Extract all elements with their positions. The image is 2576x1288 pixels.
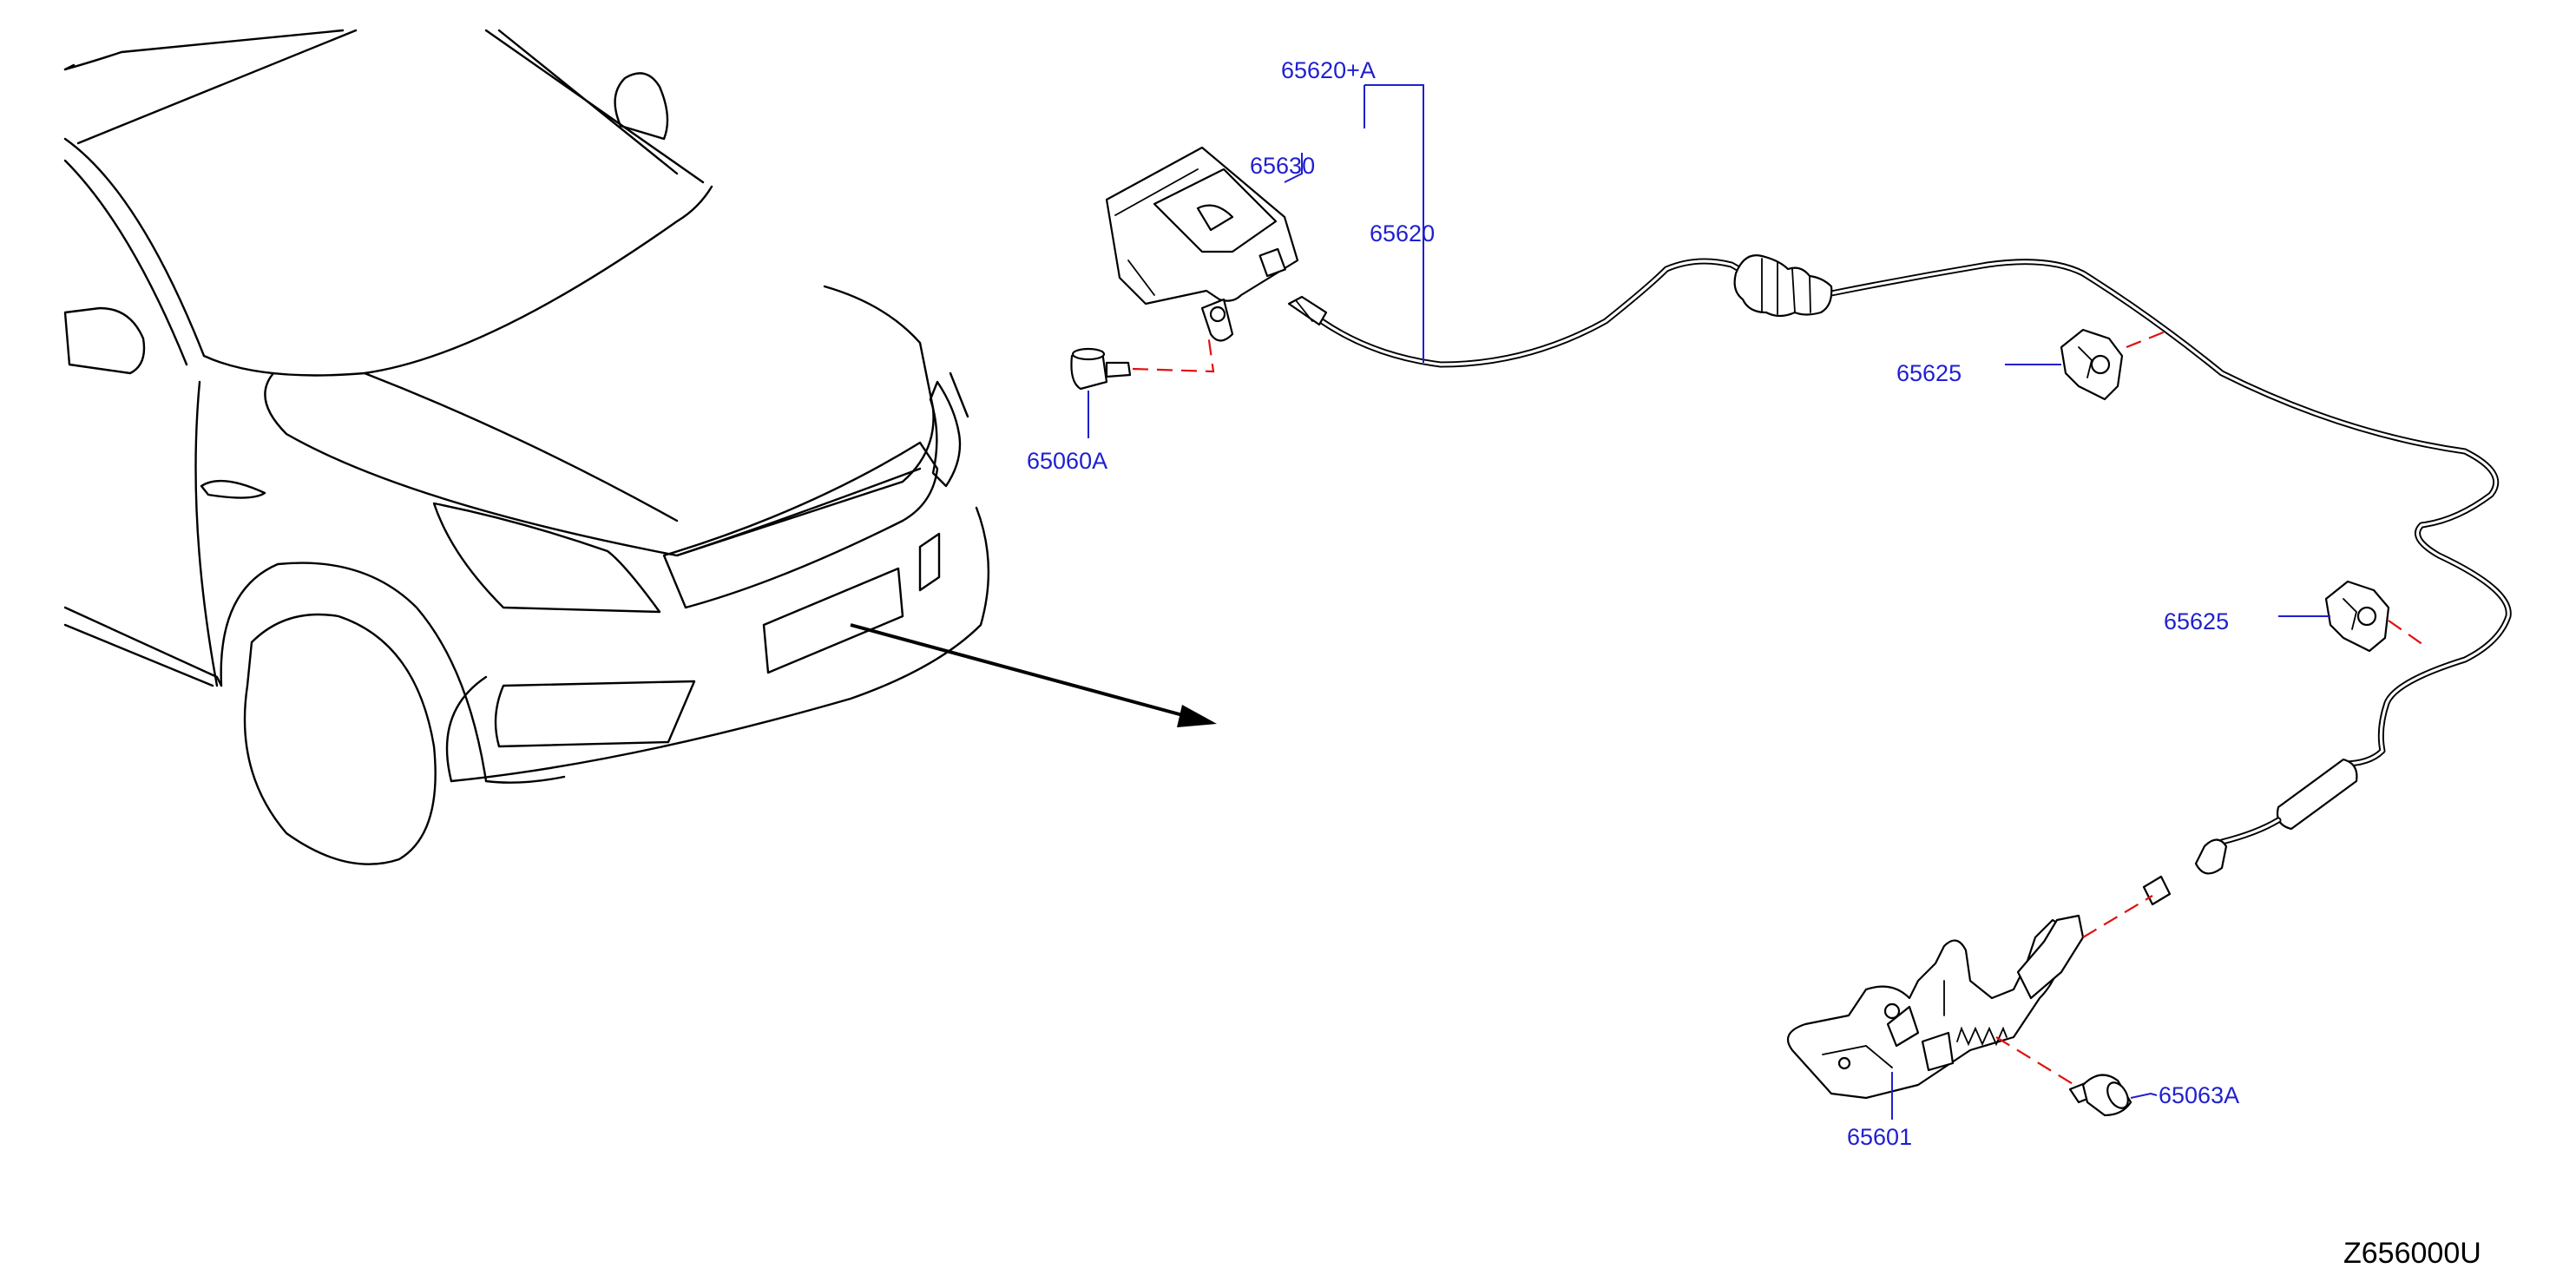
label-65601: 65601 <box>1847 1124 1912 1150</box>
label-65063a: 65063A <box>2159 1082 2239 1108</box>
label-65625-lower: 65625 <box>2164 608 2229 634</box>
car-front-illustration <box>63 29 990 865</box>
hood-release-cable <box>1287 254 2512 906</box>
label-65625-upper: 65625 <box>1896 360 1962 386</box>
clip-65625-upper <box>2060 328 2124 401</box>
hood-lock-65601 <box>1786 914 2085 1100</box>
label-65630: 65630 <box>1250 153 1315 179</box>
part-number-labels: 65620+A 65630 65620 65625 65625 65060A 6… <box>1027 57 2481 1270</box>
label-65620: 65620 <box>1370 220 1435 246</box>
hood-release-handle <box>1105 146 1299 342</box>
clip-65625-lower <box>2324 580 2390 653</box>
label-leader-lines <box>1088 84 2330 1120</box>
label-65060a: 65060A <box>1027 448 1107 474</box>
bolt-65060a <box>1070 347 1132 391</box>
assembly-dashed-lines <box>1132 328 2427 1086</box>
direction-arrow <box>850 623 1217 727</box>
bolt-65063a <box>2068 1074 2132 1117</box>
label-65620-a: 65620+A <box>1281 57 1376 83</box>
diagram-code: Z656000U <box>2343 1237 2481 1270</box>
